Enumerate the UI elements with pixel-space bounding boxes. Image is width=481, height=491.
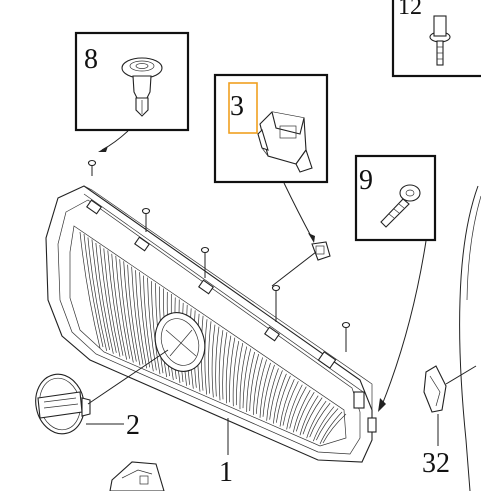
- callout-9: 9: [354, 154, 437, 242]
- label-1: 1: [219, 457, 233, 488]
- grille-slat: [292, 390, 311, 433]
- grille-slat: [218, 330, 224, 401]
- grille-slat-edge: [255, 359, 267, 414]
- grille-slat: [286, 384, 303, 430]
- grille-slat-edge: [309, 402, 331, 438]
- grille-slat: [87, 237, 108, 351]
- bolt-with-washer-icon: [429, 15, 451, 66]
- grille-slat-edge: [123, 261, 137, 362]
- highlight-box-3: [228, 82, 258, 134]
- label-8: 8: [84, 44, 98, 75]
- grille-slat: [252, 357, 263, 415]
- grille-slat: [259, 362, 271, 418]
- grille-slat: [272, 373, 287, 424]
- callout-3: 3: [213, 73, 329, 184]
- grille-slat: [279, 379, 295, 427]
- callout-8: 8: [74, 31, 190, 132]
- leader-emblem-to-grille: [87, 349, 169, 405]
- grille-slat: [103, 248, 121, 357]
- grille-slat-edge: [131, 266, 144, 365]
- mounting-tabs: [86, 199, 377, 433]
- grille-slat: [299, 395, 319, 436]
- grille-slat-edge: [107, 250, 124, 356]
- label-12: 12: [398, 0, 422, 20]
- arrow-8: [98, 146, 108, 152]
- grille-slat: [266, 368, 279, 421]
- lower-bracket-partial: [109, 461, 165, 491]
- leader-9: [381, 240, 427, 406]
- leader-installed-clip: [271, 251, 317, 287]
- label-3: 3: [230, 91, 244, 122]
- grille-slat: [211, 324, 216, 398]
- grille-slat: [127, 264, 141, 366]
- grille-slat-edge: [235, 343, 244, 406]
- leader-8: [101, 130, 129, 151]
- grille-slat-edge: [99, 244, 117, 353]
- callout-9-frame: [354, 154, 437, 242]
- grille-slat-edge: [208, 321, 212, 394]
- label-32: 32: [422, 448, 450, 479]
- grille-slat-edge: [275, 375, 291, 423]
- grille-slat: [95, 242, 114, 354]
- grille-slat: [151, 281, 161, 375]
- grille-slat: [306, 400, 327, 439]
- grille-slat: [232, 341, 240, 407]
- grille-center-emblem-mount: [154, 312, 206, 372]
- push-clip-fasteners: [87, 159, 351, 352]
- grille-slat-edge: [289, 386, 307, 429]
- grille-slat: [119, 259, 134, 363]
- grille-slat: [143, 275, 154, 372]
- grille-slat-edge: [139, 272, 151, 368]
- label-2: 2: [126, 410, 140, 441]
- grille-slat-edge: [322, 413, 347, 444]
- radiator-grille-icon: [45, 185, 377, 463]
- grille-slat-edge: [115, 255, 131, 359]
- arrow-3: [308, 233, 315, 243]
- callout-12: 12: [391, 0, 481, 78]
- grille-slat-edge: [222, 332, 228, 400]
- grille-slat: [225, 335, 232, 404]
- grille-slat: [204, 319, 208, 395]
- grille-slat: [111, 253, 128, 360]
- screw-icon: [380, 184, 421, 228]
- grille-slat-edge: [249, 353, 260, 412]
- grille-slat: [319, 411, 343, 445]
- emblem-icon: [35, 373, 91, 435]
- installed-clip-icon: [311, 241, 331, 261]
- cover-cap-icon: [423, 365, 447, 413]
- grille-slat: [313, 406, 335, 442]
- grille-slat-edge: [295, 391, 315, 432]
- grille-slat: [246, 351, 256, 413]
- fastener-b: [141, 207, 151, 232]
- grille-slat-edge: [242, 348, 252, 409]
- grille-slat-edge: [302, 397, 323, 435]
- bumper-edge-outline: [459, 185, 481, 491]
- grille-slat-edge: [215, 326, 220, 397]
- grille-slat-edge: [83, 233, 104, 348]
- bracket-clip-icon: [257, 111, 313, 173]
- push-clip-icon: [121, 57, 163, 117]
- grille-slat-edge: [91, 239, 111, 350]
- callout-8-frame: [74, 31, 190, 132]
- arrow-9: [378, 398, 386, 412]
- grille-slat-edge: [316, 408, 339, 441]
- grille-slat-edge: [269, 370, 283, 420]
- leader-3: [283, 182, 313, 239]
- grille-slat: [135, 270, 148, 369]
- fastener-d: [271, 284, 281, 322]
- fastener-e: [341, 321, 351, 352]
- fastener-a: [87, 159, 97, 176]
- grille-slat-edge: [262, 364, 275, 417]
- label-9: 9: [359, 165, 373, 196]
- grille-slat-edge: [282, 381, 299, 426]
- grille-slat: [239, 346, 248, 410]
- grille-slat-edge: [147, 277, 157, 371]
- fastener-c: [200, 246, 210, 278]
- grille-slat-edge: [229, 337, 236, 403]
- leader-cap-to-bumper: [445, 365, 477, 385]
- grille-slat: [79, 231, 101, 349]
